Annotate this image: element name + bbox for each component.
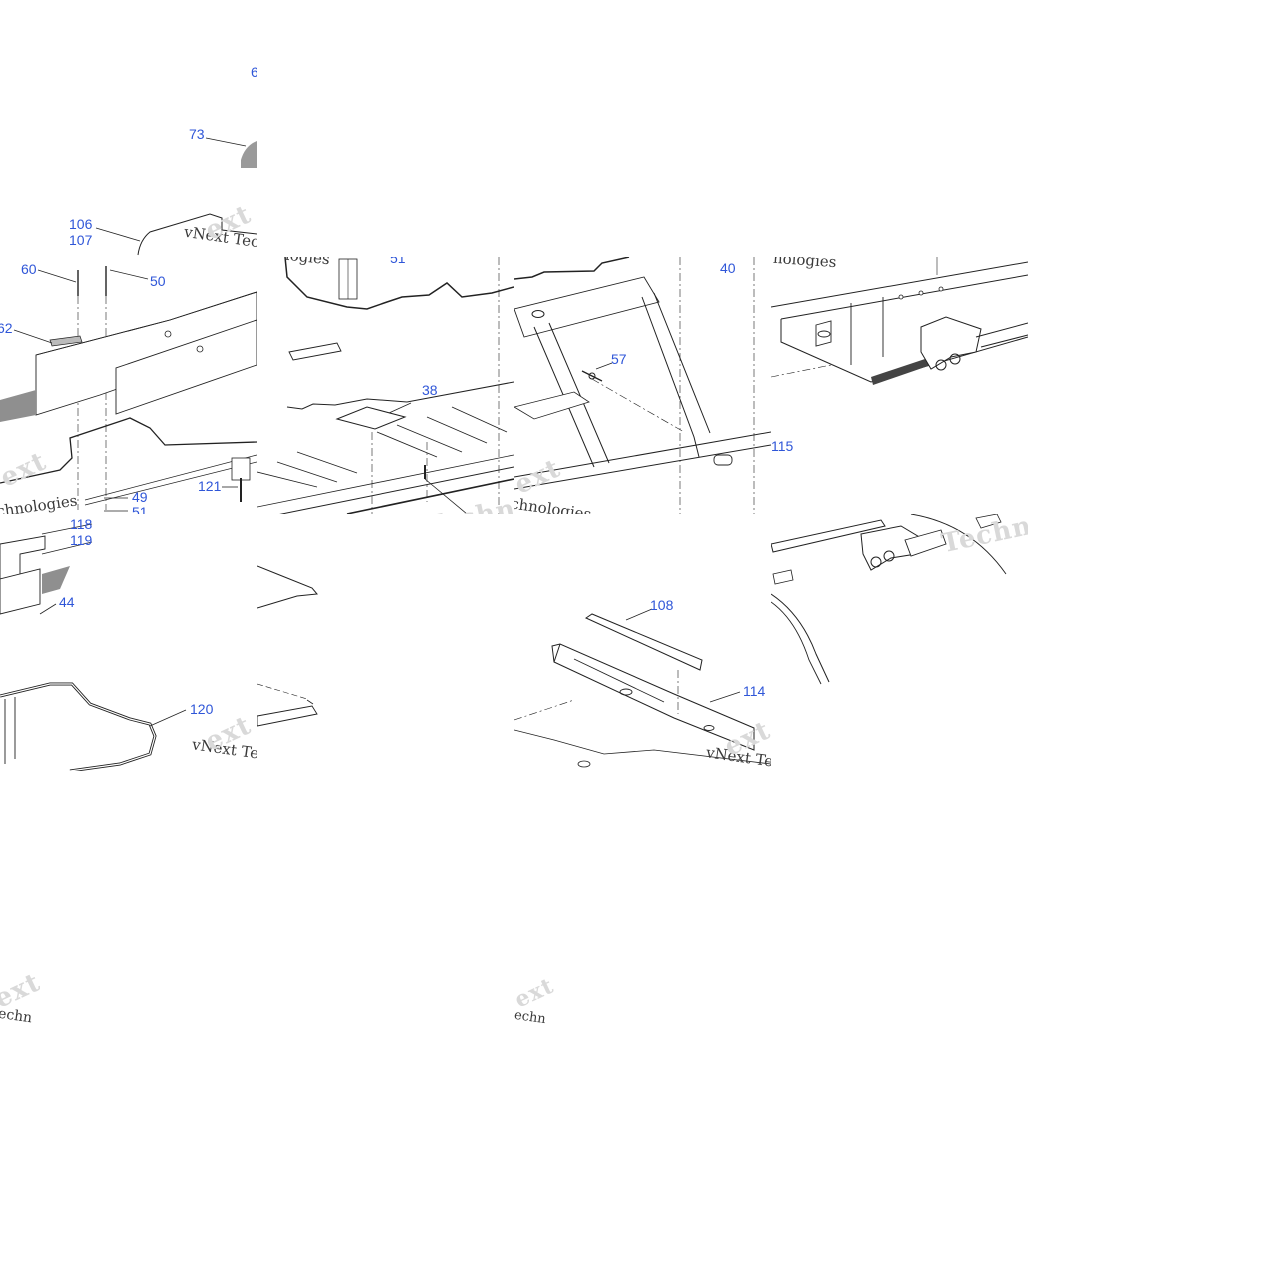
- tile-drawing: [771, 514, 1007, 685]
- diagram-tile-r2-c1: ou: [257, 514, 514, 771]
- shaded-part: [42, 566, 70, 594]
- frame-top-rail: [514, 276, 660, 338]
- callout-106[interactable]: 106: [69, 216, 93, 232]
- watermark-text: echn: [514, 1007, 547, 1028]
- callout-107[interactable]: 107: [69, 232, 93, 248]
- diagram-tile-r1-c2: 57 40 ext chnologies: [514, 257, 771, 514]
- part-120-tube: [0, 682, 157, 771]
- callout-6[interactable]: 6: [251, 64, 257, 80]
- watermark-text: echn: [0, 1005, 34, 1027]
- floor-panel-edge: [286, 381, 514, 410]
- callout-44[interactable]: 44: [59, 594, 75, 610]
- callout-51-left[interactable]: 51: [132, 504, 148, 514]
- diagonal-brace-right: [641, 292, 711, 458]
- diagram-tile-r1-c3: 115 nologies: [771, 257, 1028, 514]
- callout-60[interactable]: 60: [21, 261, 37, 277]
- tile-drawing: [205, 137, 257, 168]
- diagram-tile-r1-c1: 51 38 logies Techn: [257, 257, 514, 514]
- diagram-tile-r2-c0: 118 119 44 120 vNext Te ext: [0, 514, 257, 771]
- part-106-edge: [137, 213, 257, 256]
- panel-cover: [115, 319, 257, 415]
- frame-rail-upper: [771, 261, 1028, 320]
- part-62: [49, 335, 83, 347]
- leader-line-73: [205, 137, 247, 147]
- leader-line-106: [95, 227, 141, 242]
- lower-beam: [514, 431, 771, 490]
- watermark-fragment-r3-c0: ext echn: [0, 972, 40, 1042]
- mount-bracket: [920, 316, 982, 370]
- floor-ribs: [257, 406, 508, 488]
- panel-upper-outline: [284, 257, 514, 310]
- mount-bracket: [860, 525, 922, 571]
- callout-115[interactable]: 115: [771, 438, 794, 454]
- callout-120[interactable]: 120: [190, 701, 214, 717]
- leader-line-50: [109, 269, 149, 280]
- tile-drawing: [514, 608, 771, 768]
- panel-upper-outline: [514, 257, 630, 280]
- wheel-arch: [771, 593, 830, 683]
- callout-50[interactable]: 50: [150, 273, 166, 289]
- diagram-tile-r1-c0: 106 107 60 50 62 49 51 121 vNext Tec ext…: [0, 200, 257, 514]
- shaded-part: [0, 390, 36, 422]
- floor-outline: [0, 417, 257, 484]
- callout-119[interactable]: 119: [70, 532, 93, 548]
- part-38-plate: [335, 406, 407, 430]
- tile-drawing: [771, 257, 1028, 385]
- callout-62[interactable]: 62: [0, 320, 13, 336]
- callout-118[interactable]: 118: [70, 516, 93, 532]
- frame-crossmember: [871, 357, 931, 385]
- leader-line-60: [37, 269, 77, 283]
- callout-40[interactable]: 40: [720, 260, 736, 276]
- part-44-panel: [0, 568, 41, 615]
- leader-line-114: [709, 691, 741, 703]
- watermark-light: ext: [0, 972, 40, 1015]
- callout-121[interactable]: 121: [198, 478, 222, 494]
- leader-line-108: [625, 608, 653, 621]
- leader-line-120: [149, 709, 187, 727]
- part-73-shape: [241, 141, 257, 168]
- watermark-fragment-r3-c2: ext echn: [514, 972, 554, 1042]
- leader-line-38: [388, 402, 412, 414]
- strip-plate: [257, 705, 318, 727]
- frame-rail: [771, 519, 886, 553]
- callout-108[interactable]: 108: [650, 597, 674, 613]
- diagram-tile-r2-c2: 108 114 vNext Te ext: [514, 514, 771, 771]
- tile-drawing: [514, 257, 771, 514]
- callout-49[interactable]: 49: [132, 489, 148, 505]
- callout-73[interactable]: 73: [189, 126, 205, 142]
- tile-drawing: [0, 523, 187, 771]
- slot-cutout: [288, 342, 342, 361]
- panel-edge: [257, 565, 318, 609]
- diagram-tile-r2-c3: Techn ou: [771, 514, 1028, 771]
- leader-line-62: [13, 329, 53, 344]
- tile-drawing: [0, 213, 257, 512]
- tile-drawing: [257, 565, 318, 727]
- callout-38[interactable]: 38: [422, 382, 438, 398]
- callout-114[interactable]: 114: [743, 683, 766, 699]
- part-108-strip: [584, 613, 703, 671]
- part-121-bracket: [231, 457, 251, 481]
- watermark-light: ext: [514, 972, 554, 1014]
- tile-drawing: [257, 257, 514, 514]
- callout-57[interactable]: 57: [611, 351, 627, 367]
- callout-51-top[interactable]: 51: [390, 257, 406, 266]
